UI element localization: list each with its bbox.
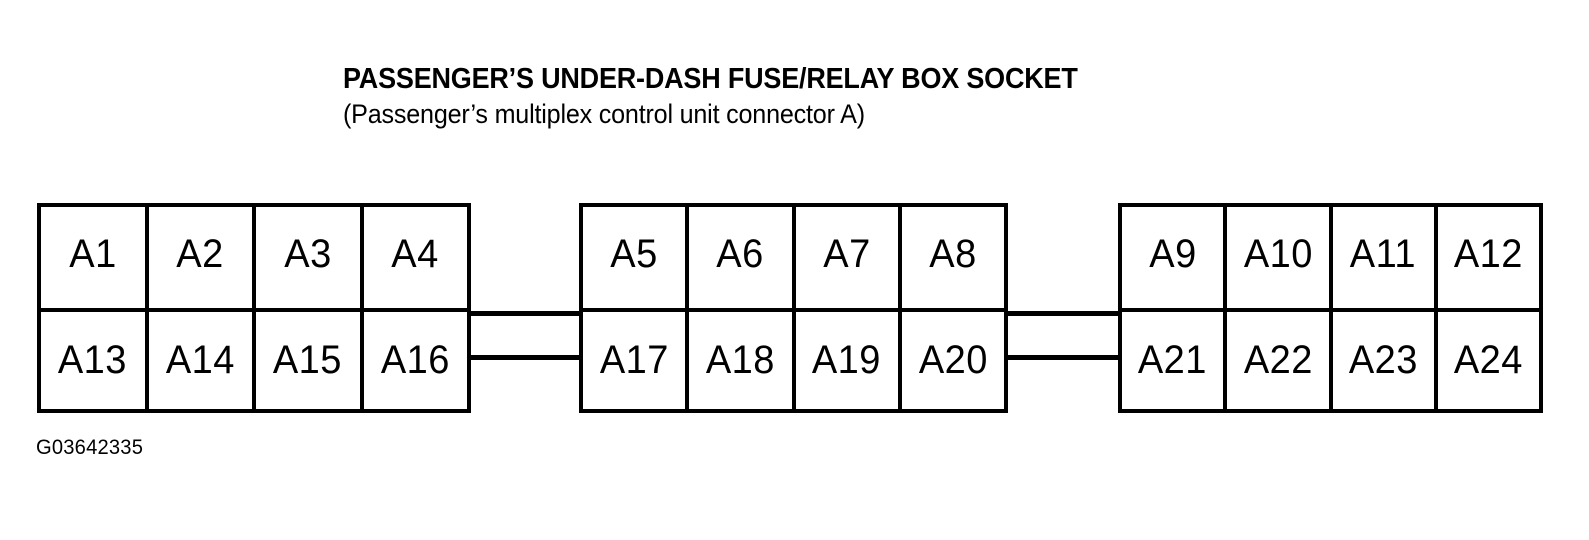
figure-reference-code: G03642335	[36, 436, 144, 459]
bridge-2-3-upper	[1004, 311, 1122, 316]
connector-block-2-top-row: A5 A6 A7 A8	[583, 207, 1004, 308]
pin-label-a2: A2	[176, 232, 224, 276]
pin-label-a17: A17	[599, 338, 669, 382]
pin-cell-a20[interactable]: A20	[902, 312, 1004, 409]
pin-label-a20: A20	[918, 338, 988, 382]
bridge-1-2-upper	[467, 311, 583, 316]
connector-block-2-bottom-row: A17 A18 A19 A20	[583, 308, 1004, 409]
pin-label-a1: A1	[69, 232, 117, 276]
pin-label-a19: A19	[812, 338, 882, 382]
pin-label-a13: A13	[58, 338, 128, 382]
pin-cell-a4[interactable]: A4	[364, 207, 468, 308]
connector-block-1: A1 A2 A3 A4 A13 A14 A15 A16	[37, 203, 471, 413]
pin-label-a23: A23	[1348, 338, 1418, 382]
pin-cell-a2[interactable]: A2	[149, 207, 256, 308]
pin-cell-a21[interactable]: A21	[1122, 312, 1228, 409]
pin-label-a6: A6	[716, 232, 765, 276]
bridge-2-3-lower	[1004, 355, 1122, 360]
bridge-1-2-lower	[467, 355, 583, 360]
connector-block-1-bottom-row: A13 A14 A15 A16	[41, 308, 467, 409]
pin-label-a4: A4	[391, 232, 439, 276]
connector-block-3-top-row: A9 A10 A11 A12	[1122, 207, 1539, 308]
pin-cell-a1[interactable]: A1	[41, 207, 149, 308]
pin-label-a9: A9	[1148, 232, 1197, 276]
connector-block-3: A9 A10 A11 A12 A21 A22 A23 A24	[1118, 203, 1543, 413]
pin-cell-a5[interactable]: A5	[583, 207, 690, 308]
pin-label-a10: A10	[1243, 232, 1313, 276]
pin-cell-a6[interactable]: A6	[689, 207, 796, 308]
pin-label-a8: A8	[929, 232, 977, 276]
pin-cell-a17[interactable]: A17	[583, 312, 690, 409]
pin-cell-a12[interactable]: A12	[1438, 207, 1539, 308]
page-subtitle: (Passenger’s multiplex control unit conn…	[343, 99, 865, 129]
pin-cell-a8[interactable]: A8	[902, 207, 1004, 308]
pin-cell-a7[interactable]: A7	[796, 207, 902, 308]
pin-cell-a16[interactable]: A16	[364, 312, 468, 409]
title-block: PASSENGER’S UNDER-DASH FUSE/RELAY BOX SO…	[343, 62, 1343, 131]
pin-cell-a22[interactable]: A22	[1227, 312, 1333, 409]
pin-label-a3: A3	[284, 232, 332, 276]
pin-cell-a15[interactable]: A15	[256, 312, 364, 409]
pin-cell-a10[interactable]: A10	[1227, 207, 1333, 308]
pin-label-a15: A15	[273, 338, 343, 382]
pin-cell-a11[interactable]: A11	[1333, 207, 1438, 308]
pin-label-a22: A22	[1243, 338, 1313, 382]
connector-block-2: A5 A6 A7 A8 A17 A18 A19 A20	[579, 203, 1008, 413]
pin-cell-a23[interactable]: A23	[1333, 312, 1438, 409]
pin-label-a21: A21	[1138, 338, 1208, 382]
pin-label-a12: A12	[1453, 232, 1523, 276]
pin-label-a24: A24	[1453, 338, 1523, 382]
pin-cell-a14[interactable]: A14	[149, 312, 256, 409]
pin-label-a5: A5	[610, 232, 658, 276]
pin-cell-a9[interactable]: A9	[1122, 207, 1228, 308]
pin-label-a11: A11	[1350, 232, 1417, 276]
pin-label-a14: A14	[165, 338, 235, 382]
pin-cell-a18[interactable]: A18	[689, 312, 796, 409]
pin-label-a16: A16	[380, 338, 450, 382]
connector-block-3-bottom-row: A21 A22 A23 A24	[1122, 308, 1539, 409]
pin-cell-a3[interactable]: A3	[256, 207, 364, 308]
pin-label-a18: A18	[705, 338, 775, 382]
pin-label-a7: A7	[822, 232, 871, 276]
pin-cell-a19[interactable]: A19	[796, 312, 902, 409]
page-title: PASSENGER’S UNDER-DASH FUSE/RELAY BOX SO…	[343, 63, 1078, 95]
pin-cell-a13[interactable]: A13	[41, 312, 149, 409]
pin-cell-a24[interactable]: A24	[1438, 312, 1539, 409]
connector-block-1-top-row: A1 A2 A3 A4	[41, 207, 467, 308]
